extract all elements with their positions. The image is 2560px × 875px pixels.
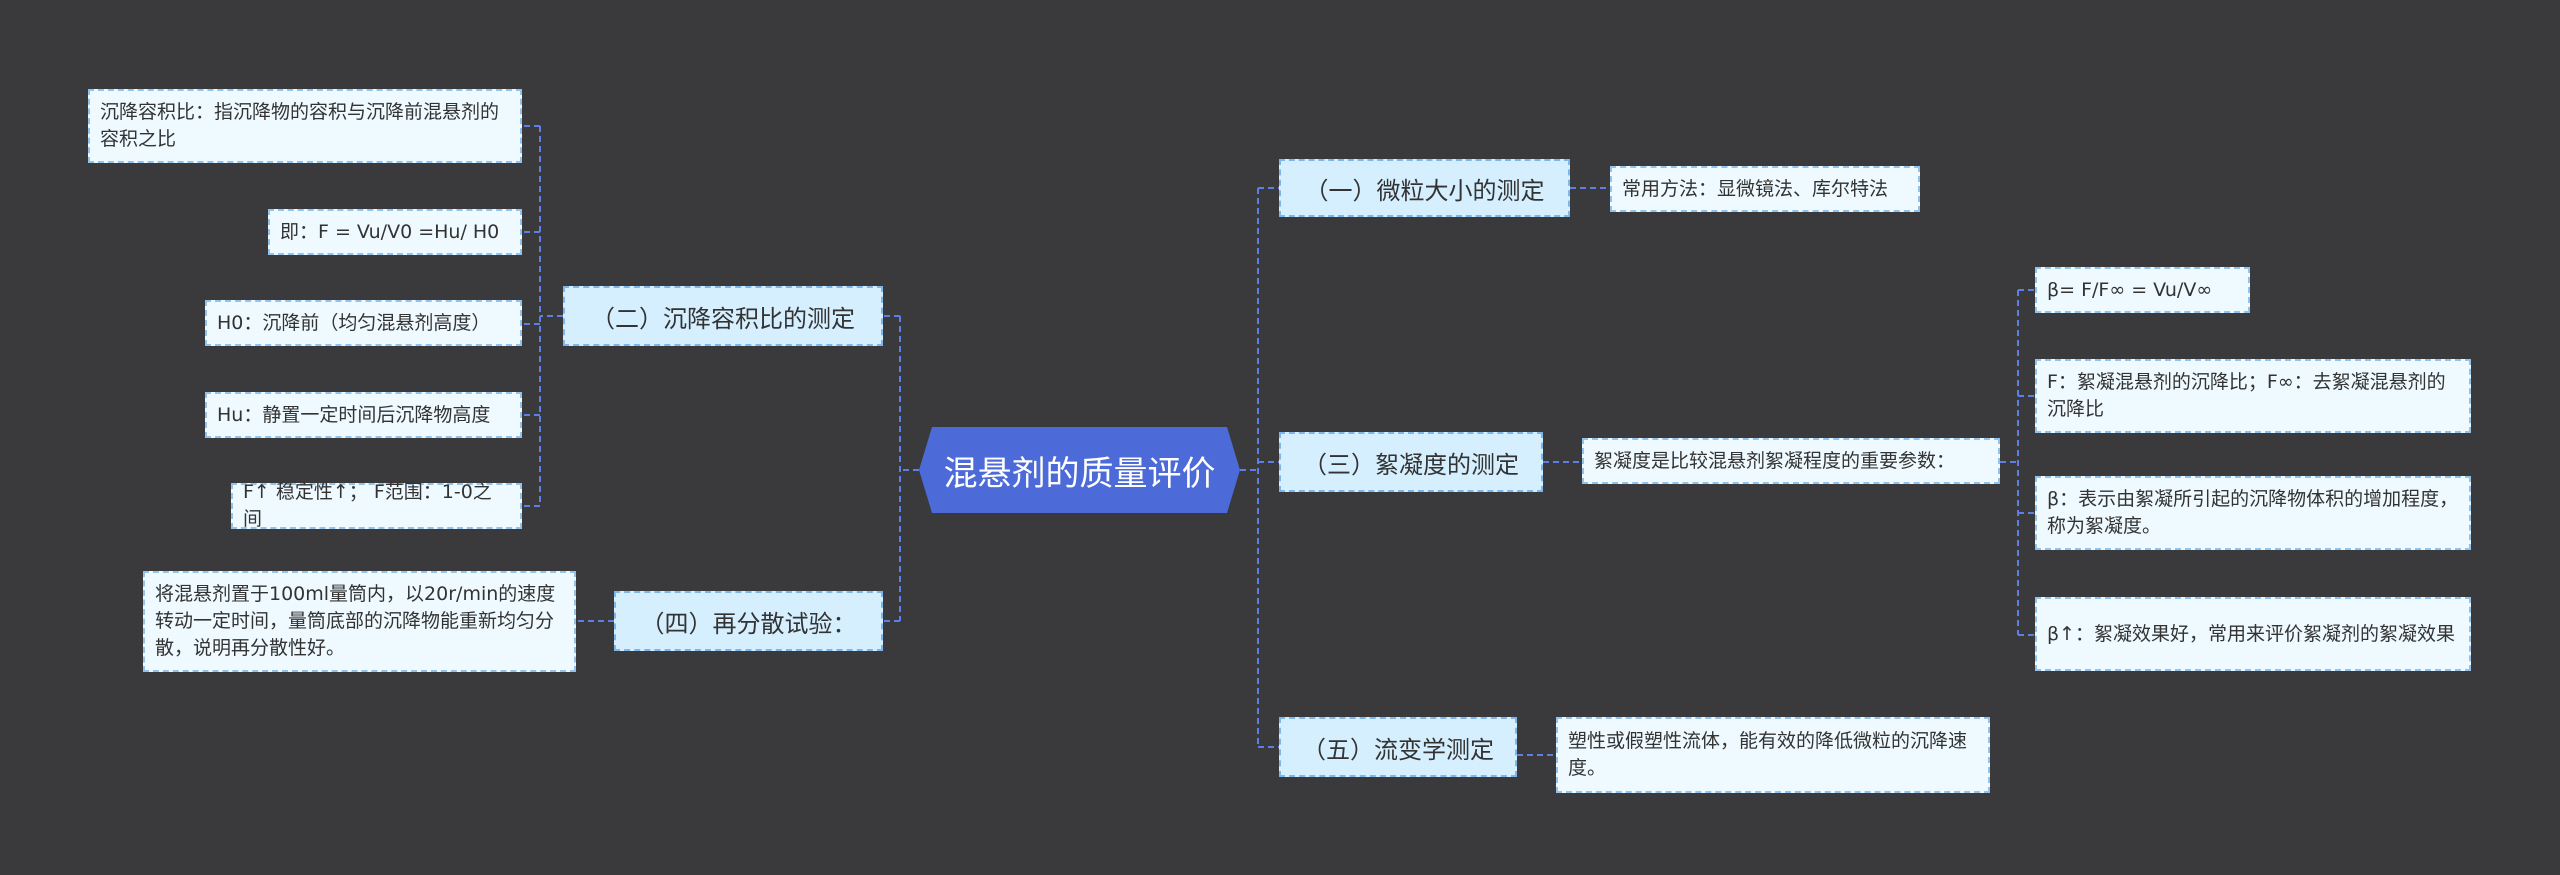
connector-b2-leaves xyxy=(522,125,563,507)
leaf-hu[interactable]: Hu：静置一定时间后沉降物高度 xyxy=(205,392,522,438)
central-topic[interactable]: 混悬剂的质量评价 xyxy=(919,427,1240,513)
branch-particle-size[interactable]: （一）微粒大小的测定 xyxy=(1279,159,1570,217)
leaf-definition[interactable]: 沉降容积比：指沉降物的容积与沉降前混悬剂的容积之比 xyxy=(88,89,522,163)
leaf-redispersion-method[interactable]: 将混悬剂置于100ml量筒内，以20r/min的速度转动一定时间，量筒底部的沉降… xyxy=(143,571,576,672)
leaf-flocculation-parameter[interactable]: 絮凝度是比较混悬剂絮凝程度的重要参数： xyxy=(1582,438,2000,484)
leaf-stability-range[interactable]: F↑ 稳定性↑； F范围：1-0之间 xyxy=(231,481,522,530)
leaf-beta-effect[interactable]: β↑：絮凝效果好，常用来评价絮凝剂的絮凝效果 xyxy=(2035,597,2471,671)
branch-rheology[interactable]: （五）流变学测定 xyxy=(1279,717,1517,777)
branch-redispersion-test[interactable]: （四）再分散试验： xyxy=(614,591,883,651)
leaf-beta-definition[interactable]: β：表示由絮凝所引起的沉降物体积的增加程度，称为絮凝度。 xyxy=(2035,476,2471,550)
leaf-common-methods[interactable]: 常用方法：显微镜法、库尔特法 xyxy=(1610,166,1920,212)
connector-center-right-trunk xyxy=(1240,187,1279,748)
branch-sedimentation-ratio[interactable]: （二）沉降容积比的测定 xyxy=(563,286,883,346)
branch-flocculation-degree[interactable]: （三）絮凝度的测定 xyxy=(1279,432,1543,492)
leaf-f-definition[interactable]: F：絮凝混悬剂的沉降比；F∞：去絮凝混悬剂的沉降比 xyxy=(2035,359,2471,433)
leaf-h0[interactable]: H0：沉降前（均匀混悬剂高度） xyxy=(205,300,522,346)
leaf-beta-formula[interactable]: β= F/F∞ = Vu/V∞ xyxy=(2035,267,2250,313)
leaf-rheology-note[interactable]: 塑性或假塑性流体，能有效的降低微粒的沉降速度。 xyxy=(1556,717,1990,793)
connector-center-left-trunk xyxy=(883,315,919,622)
connector-b3-subleaves xyxy=(2000,289,2035,636)
leaf-formula[interactable]: 即：F = Vu/V0 =Hu/ H0 xyxy=(268,209,522,255)
